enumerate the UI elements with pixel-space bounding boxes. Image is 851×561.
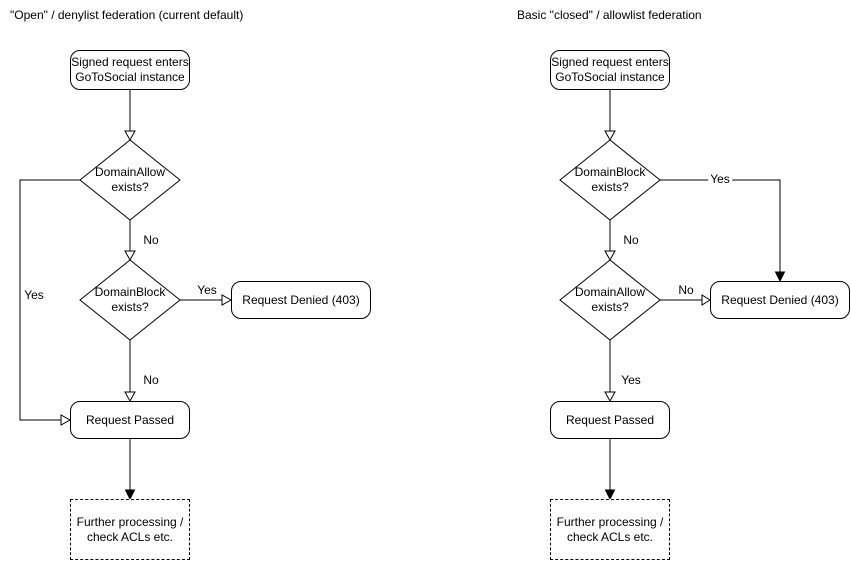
right-edge-decision1-to-decision2 — [604, 220, 616, 262]
left-edge-passed-to-further — [124, 439, 136, 501]
right-edge-decision2-to-denied — [660, 294, 711, 306]
left-chart-title: "Open" / denylist federation (current de… — [10, 8, 244, 22]
left-start-node: Signed request enters GoToSocial instanc… — [70, 50, 190, 90]
left-further-processing-node: Further processing / check ACLs etc. — [70, 499, 190, 560]
right-decision1-no-edge-label: No — [621, 233, 641, 247]
left-decision2-no-edge-label: No — [141, 373, 161, 387]
right-start-node: Signed request enters GoToSocial instanc… — [550, 50, 670, 90]
left-decision2-diamond — [79, 259, 181, 341]
right-edge-decision2-to-passed — [604, 340, 616, 403]
right-decision1-yes-edge-label: Yes — [708, 172, 732, 186]
left-request-denied-node: Request Denied (403) — [231, 281, 371, 319]
right-request-passed-node: Request Passed — [550, 401, 670, 439]
left-edge-start-to-decision1 — [124, 90, 136, 142]
right-decision2-no-edge-label: No — [676, 283, 696, 297]
right-edge-start-to-decision1 — [604, 90, 616, 142]
left-edge-decision1-yes-branch — [19, 179, 80, 426]
left-edge-decision2-to-passed — [124, 340, 136, 403]
right-chart-title: Basic "closed" / allowlist federation — [517, 8, 702, 22]
left-decision1-yes-edge-label: Yes — [22, 288, 46, 302]
right-decision2-yes-edge-label: Yes — [619, 373, 643, 387]
left-decision1-no-edge-label: No — [141, 233, 161, 247]
right-decision2-diamond — [559, 259, 661, 341]
right-request-denied-node: Request Denied (403) — [710, 281, 850, 319]
right-further-processing-node: Further processing / check ACLs etc. — [550, 499, 670, 560]
left-request-passed-node: Request Passed — [70, 401, 190, 439]
left-decision1-diamond — [79, 139, 181, 221]
right-edge-decision1-yes-branch — [660, 179, 786, 283]
left-edge-decision1-to-decision2 — [124, 220, 136, 262]
left-decision2-yes-edge-label: Yes — [195, 283, 219, 297]
right-edge-passed-to-further — [604, 439, 616, 501]
left-edge-decision2-to-denied — [180, 294, 233, 306]
right-decision1-diamond — [559, 139, 661, 221]
